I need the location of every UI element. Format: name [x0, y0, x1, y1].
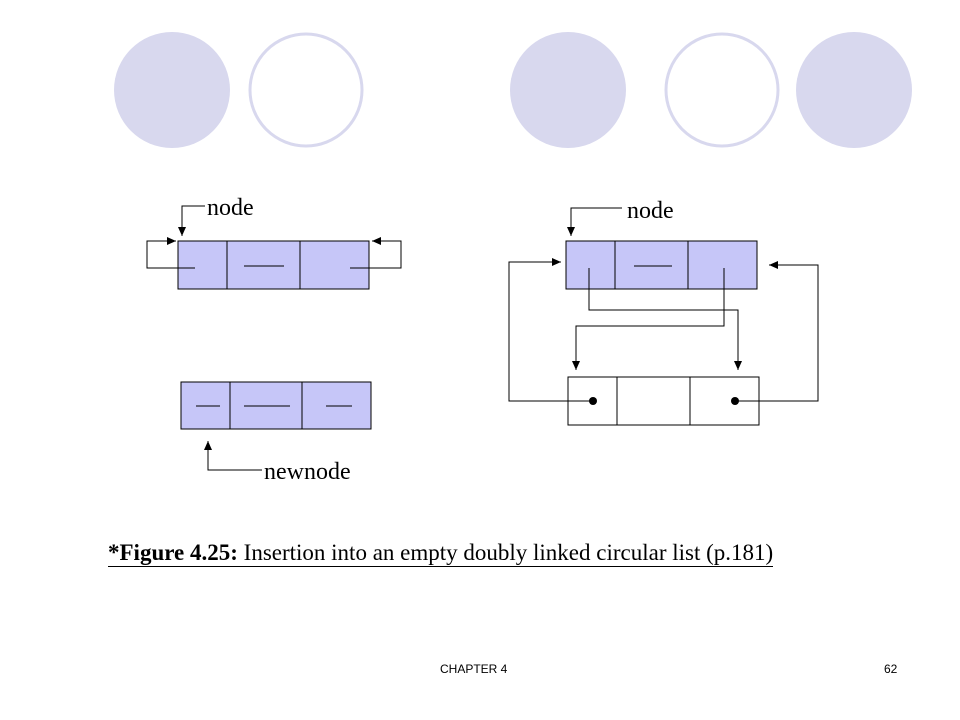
figure-caption-text: Insertion into an empty doubly linked ci…: [237, 540, 774, 565]
decorative-circle-filled: [796, 32, 912, 148]
left-node-label: node: [207, 195, 254, 221]
figure-caption-number: *Figure 4.25:: [108, 540, 238, 565]
left-head-node: [146, 205, 402, 290]
right-inserted-node: [508, 258, 819, 426]
footer-chapter: CHAPTER 4: [440, 662, 508, 676]
decorative-circles: [114, 32, 912, 148]
footer-page-number: 62: [884, 662, 898, 676]
right-node-label: node: [627, 198, 674, 224]
newnode-label: newnode: [264, 459, 351, 485]
figure-caption: *Figure 4.25: Insertion into an empty do…: [108, 540, 774, 568]
decorative-circle-outline: [664, 32, 780, 148]
decorative-circle-outline: [248, 32, 364, 148]
left-newnode: [180, 381, 372, 471]
decorative-circle-filled: [510, 32, 626, 148]
right-head-node: [565, 207, 758, 290]
decorative-circle-filled: [114, 32, 230, 148]
